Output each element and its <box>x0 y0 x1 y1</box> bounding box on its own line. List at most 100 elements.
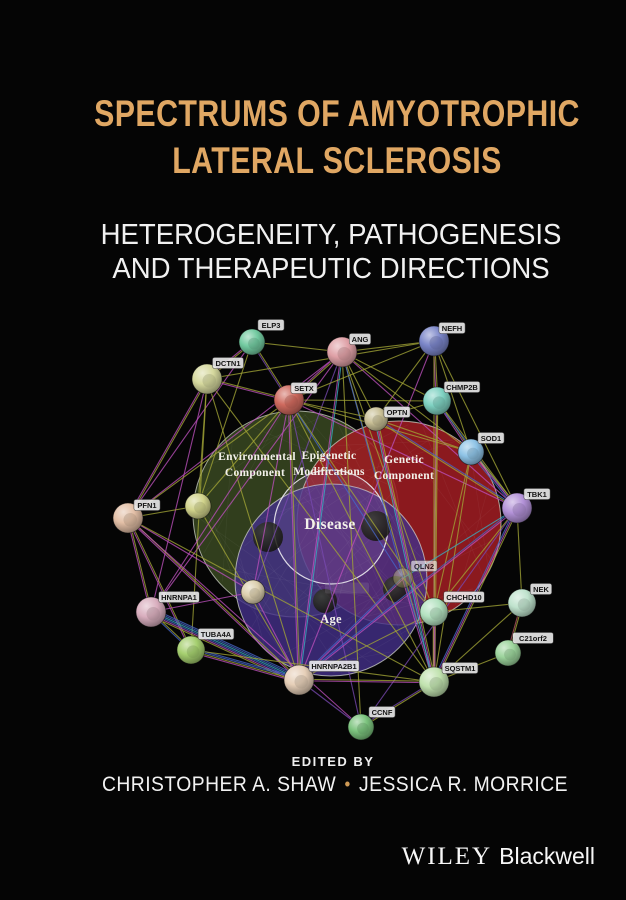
gene-node-NEK <box>507 588 537 618</box>
network-edge <box>433 340 518 509</box>
svg-text:CHCHD10: CHCHD10 <box>446 593 481 602</box>
network-edge <box>433 340 472 453</box>
gene-node-OPTN <box>363 406 389 432</box>
venn-label: Disease <box>304 516 355 533</box>
venn-label: Component <box>225 467 285 479</box>
venn-web-line <box>349 538 497 610</box>
network-edge <box>433 451 472 683</box>
network-edge <box>375 418 435 683</box>
venn-web-line <box>388 424 492 560</box>
gene-label-TBK1: TBK1 <box>523 488 551 500</box>
venn-label: Age <box>320 612 342 626</box>
network-edge <box>341 351 438 402</box>
network-edge <box>433 400 438 613</box>
gene-node <box>184 492 212 520</box>
gene-label-HNRNPA1: HNRNPA1 <box>158 591 200 603</box>
svg-text:PFN1: PFN1 <box>137 501 156 510</box>
venn-web-line <box>316 458 324 578</box>
network-edge <box>288 399 362 728</box>
network-edge <box>150 378 208 613</box>
venn-label: Component <box>374 470 434 482</box>
gene-label-CHCHD10: CHCHD10 <box>443 591 485 603</box>
network-edge <box>288 399 438 402</box>
venn-web-line <box>304 414 396 521</box>
dimmed-gene-label <box>325 582 369 594</box>
svg-text:CCNF: CCNF <box>372 708 393 717</box>
venn-web-line <box>314 424 409 471</box>
network-edge <box>127 517 362 728</box>
network-edge <box>403 577 436 683</box>
venn-web-line <box>299 432 440 525</box>
network-edge <box>287 399 299 681</box>
network-edge <box>127 517 435 683</box>
gene-label-HNRNPA2B1: HNRNPA2B1 <box>308 660 360 672</box>
venn-web-line <box>249 425 393 487</box>
subtitle-line-2: AND THERAPEUTIC DIRECTIONS <box>112 253 550 285</box>
network-edge <box>341 351 404 579</box>
network-edge <box>297 351 342 681</box>
network-edge <box>298 678 435 682</box>
venn-web-line <box>336 459 381 606</box>
gene-node-ELP3 <box>238 328 266 356</box>
venn-web-line <box>422 426 484 576</box>
network-edge <box>288 399 518 509</box>
network-edge <box>289 399 301 681</box>
network-edge <box>298 680 435 684</box>
network-edge <box>433 602 523 613</box>
dimmed-gene-node <box>253 522 283 552</box>
gene-node-QLN2 <box>392 567 414 589</box>
network-edge <box>341 340 435 353</box>
gene-node-HNRNPA2B1 <box>283 664 315 696</box>
svg-text:OPTN: OPTN <box>387 408 408 417</box>
network-edge <box>375 418 472 453</box>
network-edge <box>127 351 343 519</box>
venn-label: Epigenetic <box>302 450 357 462</box>
editors-line: CHRISTOPHER A. SHAW • JESSICA R. MORRICE <box>47 773 623 797</box>
network-edge <box>127 517 254 593</box>
network-edge <box>127 341 253 519</box>
gene-node-SQSTM1 <box>418 666 450 698</box>
svg-text:C21orf2: C21orf2 <box>519 634 547 643</box>
network-edge <box>150 399 290 613</box>
network-edge <box>206 378 300 681</box>
network-edge <box>190 648 300 680</box>
network-edge <box>288 399 404 579</box>
svg-text:SOD1: SOD1 <box>481 434 501 443</box>
edited-by-label: EDITED BY <box>291 754 375 769</box>
svg-text:CHMP2B: CHMP2B <box>446 383 478 392</box>
gene-node-CCNF <box>347 713 375 741</box>
venn-web-line <box>301 502 341 603</box>
dimmed-gene-node <box>313 589 337 613</box>
gene-label-TUBA4A: TUBA4A <box>197 628 235 640</box>
bullet-separator-icon: • <box>344 774 351 794</box>
gene-label-NEFH: NEFH <box>438 322 466 334</box>
gene-node-C21orf2 <box>494 639 522 667</box>
svg-text:ANG: ANG <box>352 335 369 344</box>
title-line-2: LATERAL SCLEROSIS <box>172 140 502 181</box>
network-edge <box>376 418 437 683</box>
dimmed-gene-node <box>361 511 391 541</box>
network-edge <box>150 612 300 682</box>
network-edge <box>126 378 207 519</box>
svg-text:HNRNPA1: HNRNPA1 <box>161 593 197 602</box>
network-edge <box>298 340 435 681</box>
editor-name-2: JESSICA R. MORRICE <box>358 773 569 796</box>
gene-label-QLN2: QLN2 <box>410 560 438 572</box>
network-edge <box>373 418 434 683</box>
network-edge <box>197 378 208 507</box>
venn-web-line <box>203 415 282 554</box>
svg-text:ELP3: ELP3 <box>262 321 281 330</box>
network-edge <box>252 591 300 681</box>
gene-label-ELP3: ELP3 <box>257 319 285 331</box>
editor-name-1: CHRISTOPHER A. SHAW <box>101 773 337 796</box>
gene-label-C21orf2: C21orf2 <box>512 632 554 644</box>
svg-text:NEK: NEK <box>533 585 549 594</box>
network-edge <box>375 340 435 420</box>
gene-label-CCNF: CCNF <box>368 706 396 718</box>
network-edge <box>197 399 290 507</box>
network-edge <box>252 399 290 593</box>
book-title: SPECTRUMS OF AMYOTROPHIC LATERAL SCLEROS… <box>80 90 593 184</box>
network-edge <box>150 610 300 680</box>
gene-node-TUBA4A <box>176 635 206 665</box>
